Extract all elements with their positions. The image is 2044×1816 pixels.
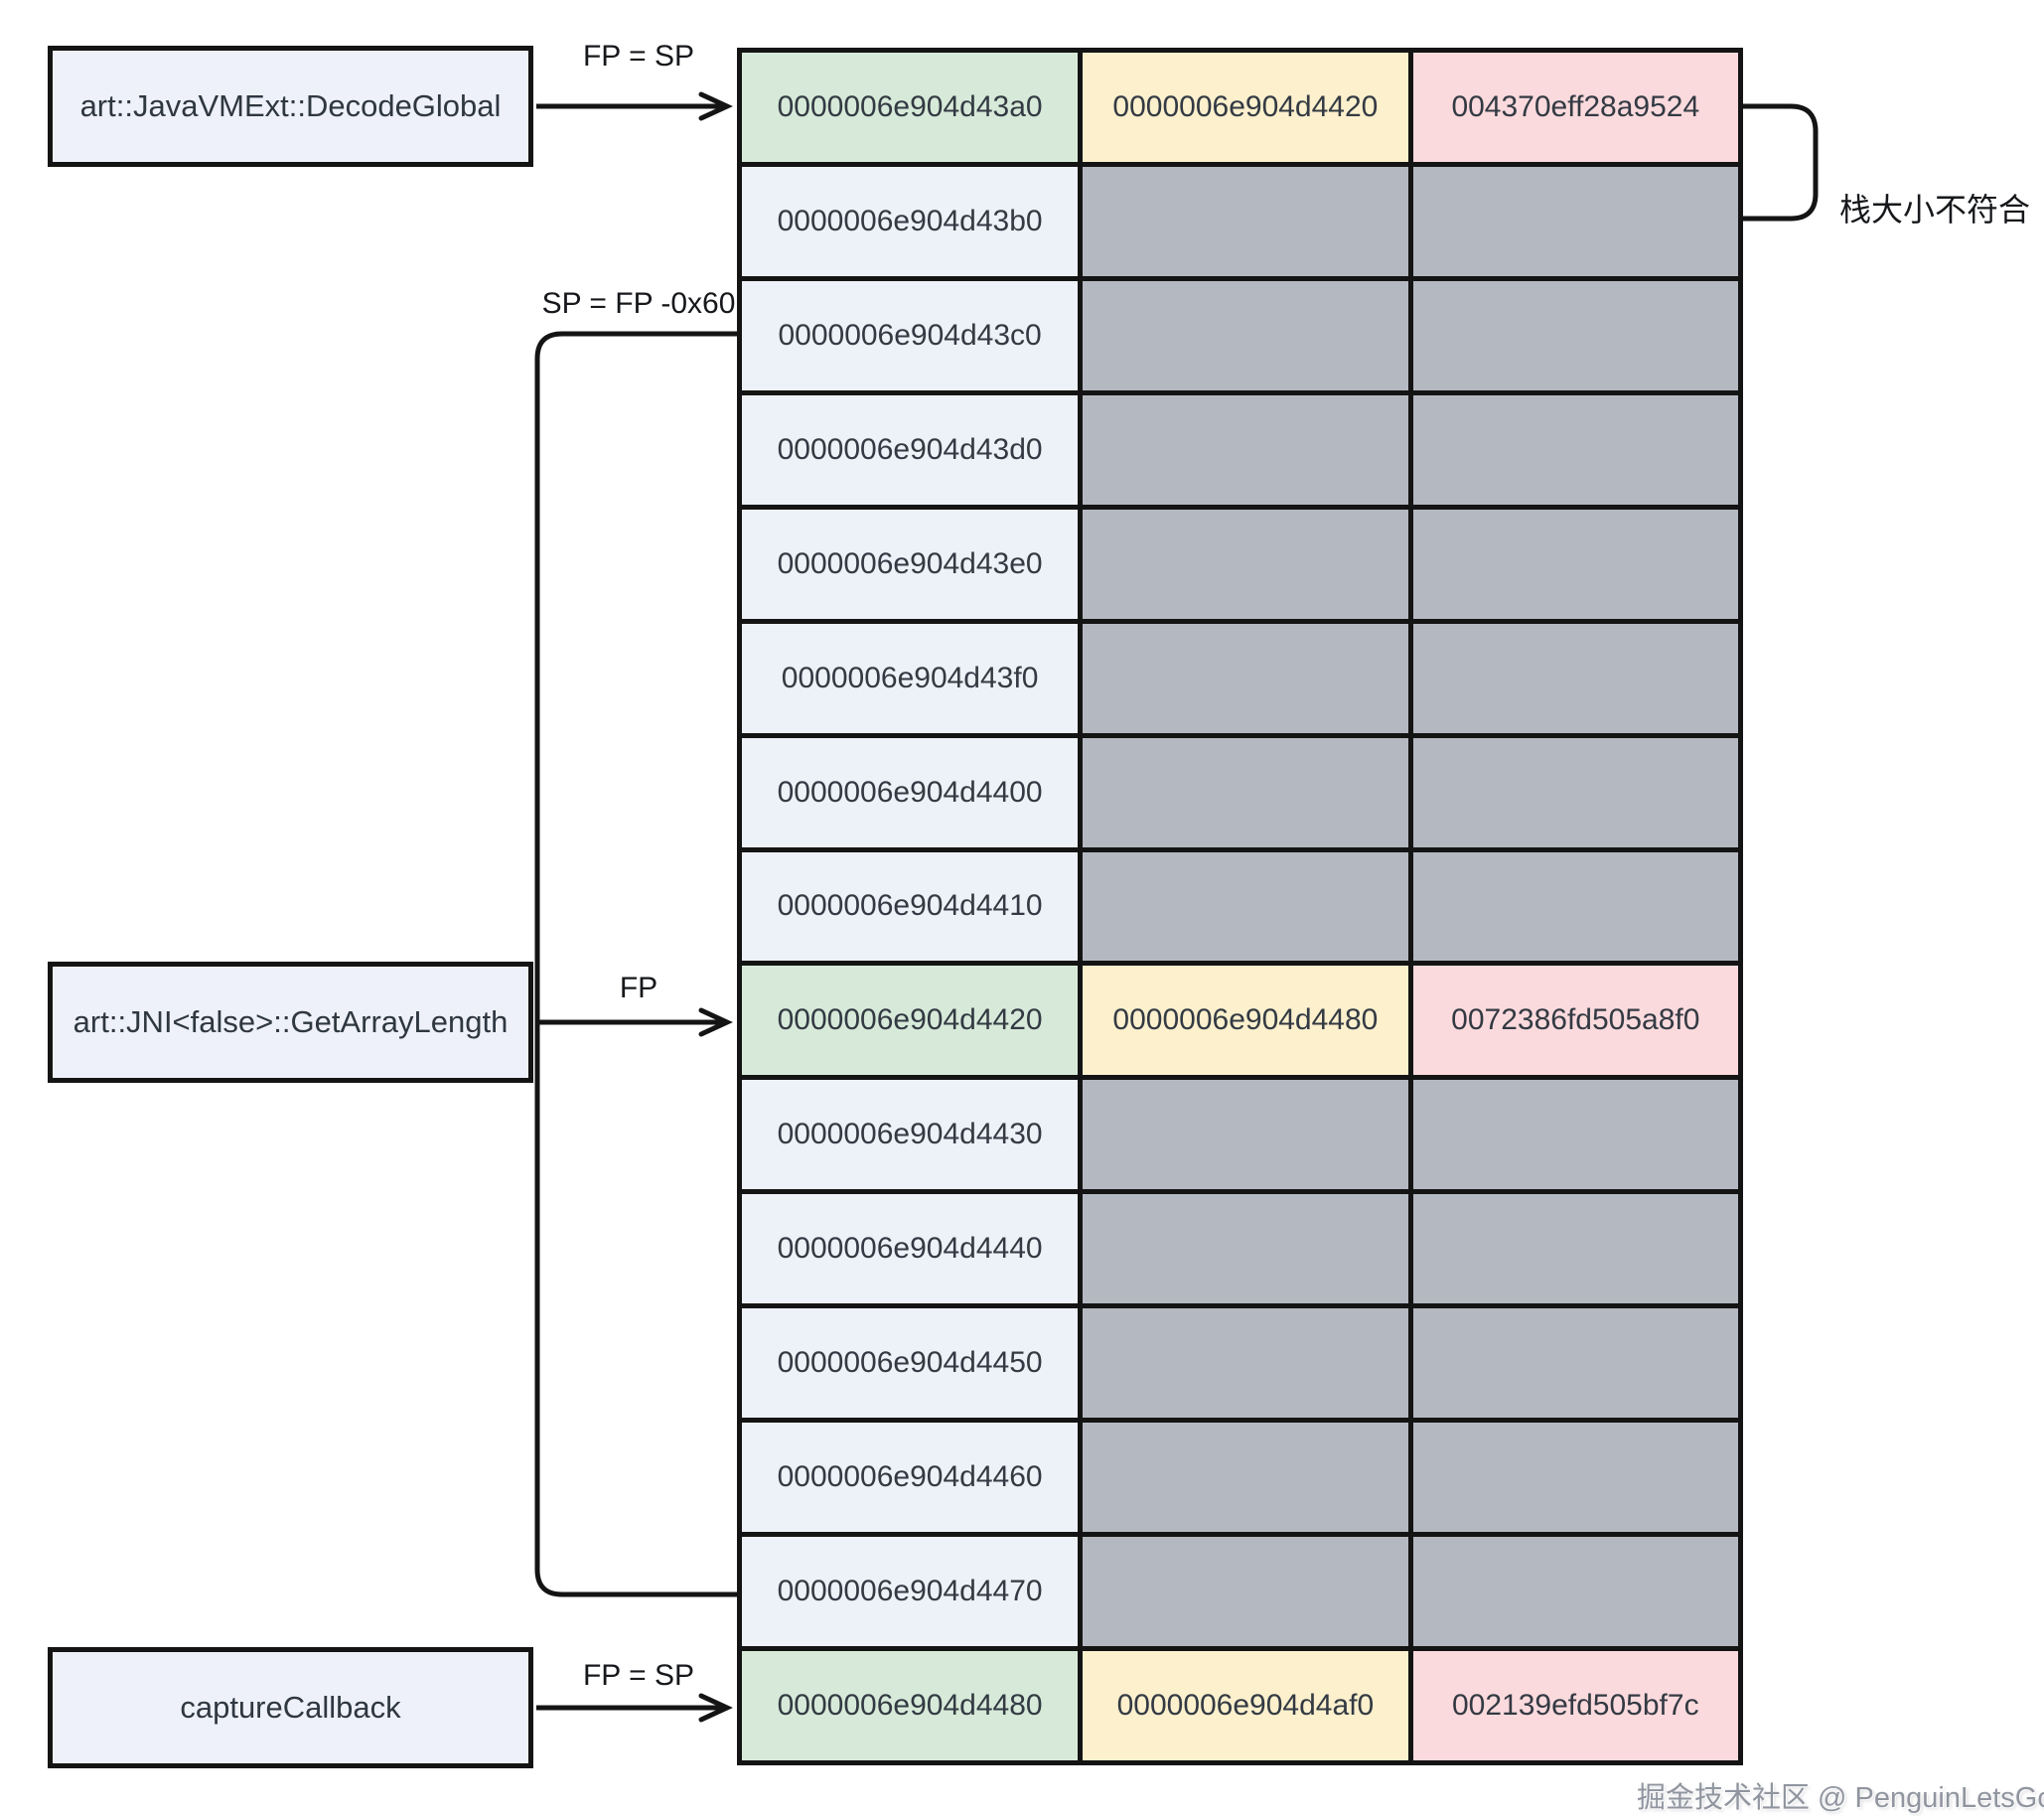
stack-cell-return-addr: 0072386fd505a8f0 [1412, 966, 1738, 1076]
stack-cell-address: 0000006e904d43d0 [742, 394, 1079, 505]
stack-cell-empty [1083, 1537, 1408, 1647]
stack-cell-empty [1412, 166, 1738, 276]
sp-offset-label: SP = FP -0x60 [541, 287, 736, 320]
stack-cell-empty [1412, 1537, 1738, 1647]
stack-cell-empty [1412, 509, 1738, 619]
stack-cell-empty [1412, 1194, 1738, 1304]
stack-cell-address: 0000006e904d4470 [742, 1537, 1079, 1647]
fp-sp-label-top: FP = SP [582, 40, 694, 73]
stack-cell-empty [1083, 1423, 1408, 1533]
stack-cell-empty [1412, 280, 1738, 390]
stack-cell-address: 0000006e904d4460 [742, 1423, 1079, 1533]
frame-box-decodeglobal: art::JavaVMExt::DecodeGlobal [48, 46, 533, 167]
stack-mismatch-label: 栈大小不符合 [1839, 192, 2031, 227]
stack-cell-empty [1083, 166, 1408, 276]
stack-mismatch-bracket [1743, 103, 1819, 222]
stack-cell-empty [1412, 1423, 1738, 1533]
stack-cell-address: 0000006e904d43f0 [742, 623, 1079, 733]
watermark: 掘金技术社区 @ PenguinLetsGo [1637, 1782, 2044, 1814]
stack-cell-saved-fp: 0000006e904d4420 [1083, 53, 1408, 162]
stack-cell-empty [1412, 1080, 1738, 1190]
stack-cell-address: 0000006e904d4410 [742, 851, 1079, 962]
stack-cell-empty [1412, 737, 1738, 847]
stack-cell-return-addr: 002139efd505bf7c [1412, 1651, 1738, 1760]
stack-cell-empty [1412, 851, 1738, 962]
stack-cell-address: 0000006e904d43a0 [742, 53, 1079, 162]
stack-cell-return-addr: 004370eff28a9524 [1412, 53, 1738, 162]
stack-cell-empty [1083, 1308, 1408, 1419]
stack-cell-empty [1412, 394, 1738, 505]
stack-cell-empty [1083, 509, 1408, 619]
stack-cell-address: 0000006e904d4440 [742, 1194, 1079, 1304]
stack-cell-empty [1083, 1194, 1408, 1304]
stack-cell-address: 0000006e904d4400 [742, 737, 1079, 847]
stack-cell-empty [1412, 623, 1738, 733]
stack-cell-empty [1083, 280, 1408, 390]
fp-sp-label-bottom: FP = SP [582, 1659, 694, 1692]
stack-cell-address: 0000006e904d4480 [742, 1651, 1079, 1760]
stack-cell-address: 0000006e904d43b0 [742, 166, 1079, 276]
sp-range-bracket [534, 331, 737, 1597]
frame-box-getarraylength: art::JNI<false>::GetArrayLength [48, 962, 533, 1083]
stack-cell-empty [1412, 1308, 1738, 1419]
stack-cell-address: 0000006e904d4450 [742, 1308, 1079, 1419]
fp-label-middle: FP [619, 972, 658, 1004]
stack-cell-empty [1083, 623, 1408, 733]
stack-cell-saved-fp: 0000006e904d4af0 [1083, 1651, 1408, 1760]
stack-cell-address: 0000006e904d43e0 [742, 509, 1079, 619]
stack-cell-empty [1083, 737, 1408, 847]
stack-cell-address: 0000006e904d4420 [742, 966, 1079, 1076]
stack-cell-saved-fp: 0000006e904d4480 [1083, 966, 1408, 1076]
stack-cell-address: 0000006e904d4430 [742, 1080, 1079, 1190]
stack-cell-empty [1083, 1080, 1408, 1190]
stack-cell-empty [1083, 394, 1408, 505]
frame-box-capturecallback: captureCallback [48, 1647, 533, 1768]
stack-cell-address: 0000006e904d43c0 [742, 280, 1079, 390]
stack-cell-empty [1083, 851, 1408, 962]
